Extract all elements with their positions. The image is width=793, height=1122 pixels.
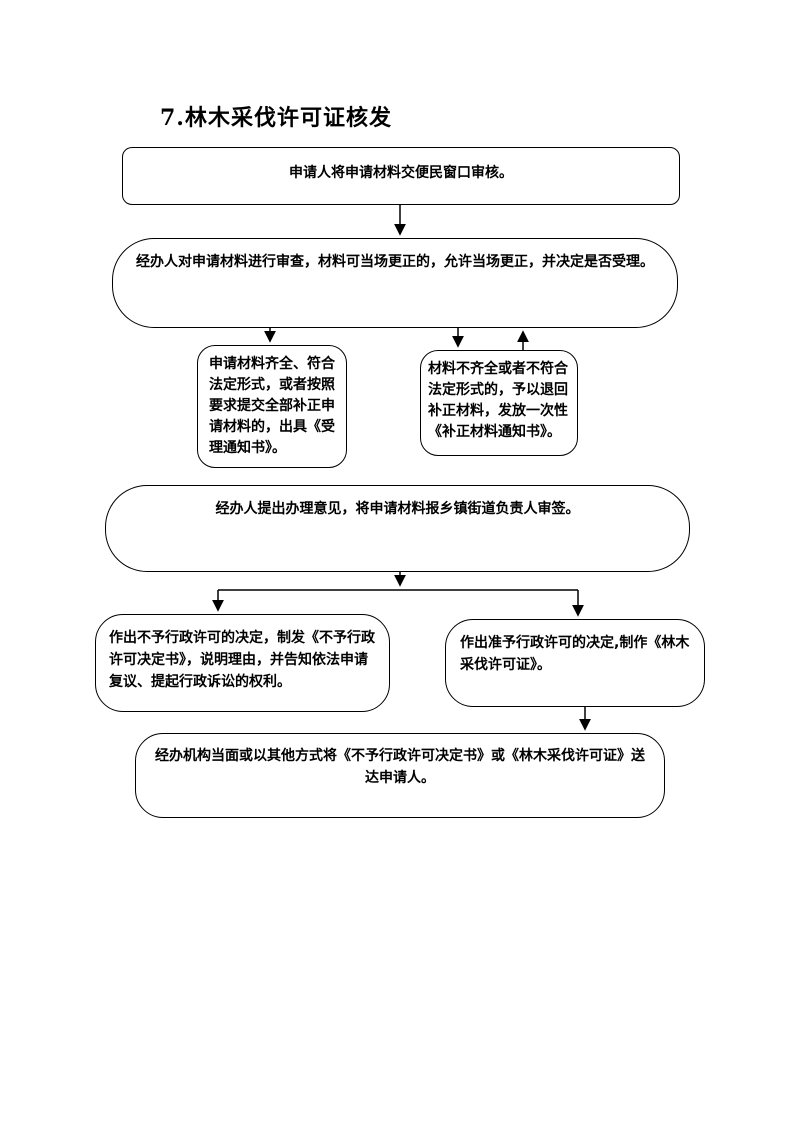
flow-node-acceptance-notice: 申请材料齐全、符合法定形式，或者按照要求提交全部补正申请材料的，出具《受理通知书…: [197, 345, 347, 468]
flow-node-handling-opinion: 经办人提出办理意见，将申请材料报乡镇街道负责人审签。: [105, 485, 690, 572]
flow-node-approve-decision: 作出准予行政许可的决定,制作《林木采伐许可证》。: [445, 619, 705, 707]
flow-node-deny-decision: 作出不予行政许可的决定，制发《不予行政许可决定书》，说明理由，并告知依法申请复议…: [95, 614, 390, 712]
flow-node-material-review: 经办人对申请材料进行审查，材料可当场更正的，允许当场更正，并决定是否受理。: [112, 238, 678, 328]
flow-node-deliver-result: 经办机构当面或以其他方式将《不予行政许可决定书》或《林木采伐许可证》送达申请人。: [135, 733, 665, 818]
page-title: 7.林木采伐许可证核发: [160, 105, 392, 131]
flow-node-submit-application: 申请人将申请材料交便民窗口审核。: [122, 147, 680, 205]
flow-node-supplement-notice: 材料不齐全或者不符合法定形式的，予以退回补正材料，发放一次性《补正材料通知书》。: [420, 350, 578, 456]
